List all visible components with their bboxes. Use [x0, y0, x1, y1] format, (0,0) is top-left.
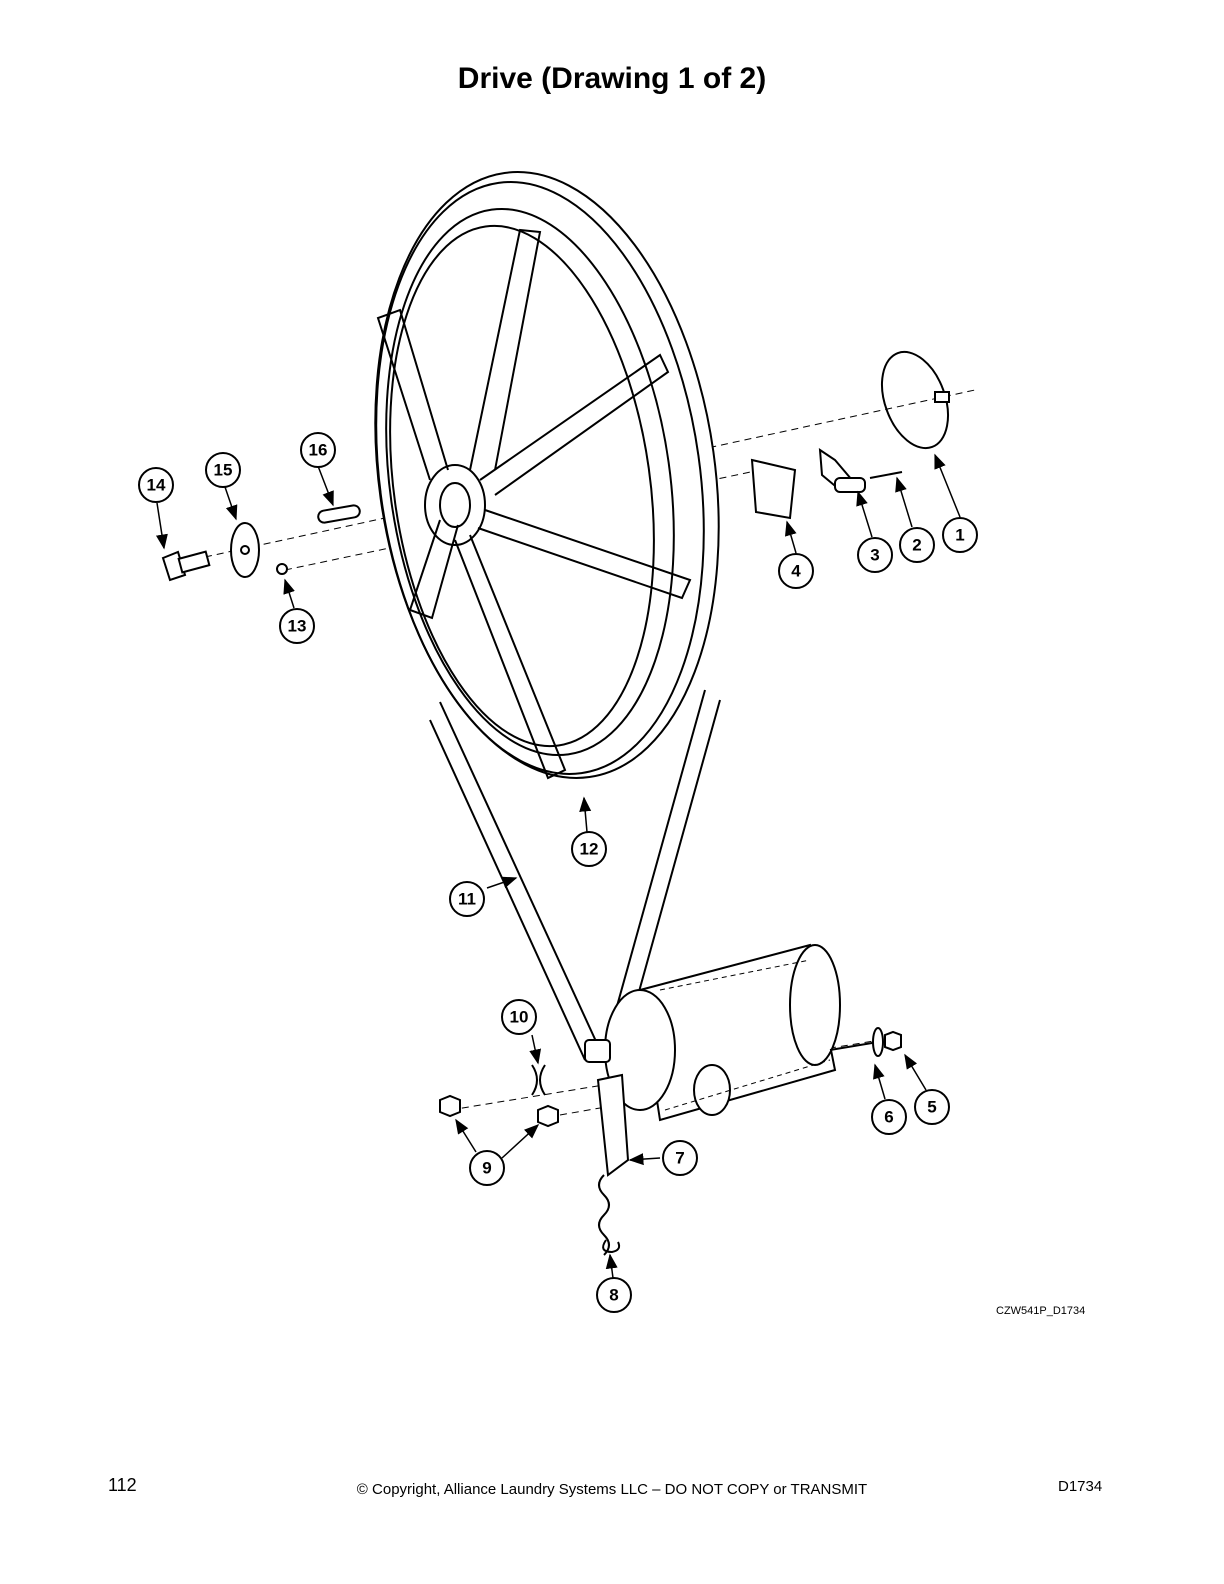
callout-13: 13 — [279, 608, 315, 644]
callout-14: 14 — [138, 467, 174, 503]
svg-text:13: 13 — [288, 617, 307, 636]
callout-5: 5 — [914, 1089, 950, 1125]
svg-text:8: 8 — [609, 1286, 618, 1305]
drive-pulley — [374, 171, 720, 780]
callout-6: 6 — [871, 1099, 907, 1135]
callout-9: 9 — [469, 1150, 505, 1186]
svg-text:15: 15 — [214, 461, 233, 480]
callout-2: 2 — [899, 527, 935, 563]
callout-12: 12 — [571, 831, 607, 867]
svg-text:9: 9 — [482, 1159, 491, 1178]
callout-10: 10 — [501, 999, 537, 1035]
svg-text:2: 2 — [912, 536, 921, 555]
svg-text:7: 7 — [675, 1149, 684, 1168]
callout-1: 1 — [942, 517, 978, 553]
callout-leaders — [155, 453, 961, 1279]
document-id: D1734 — [1058, 1478, 1103, 1495]
svg-text:4: 4 — [791, 562, 801, 581]
callout-3: 3 — [857, 537, 893, 573]
drawing-code: CZW541P_D1734 — [996, 1305, 1086, 1317]
callout-11: 11 — [449, 881, 485, 917]
svg-text:3: 3 — [870, 546, 879, 565]
svg-text:12: 12 — [580, 840, 599, 859]
svg-text:11: 11 — [458, 890, 476, 909]
svg-text:16: 16 — [309, 441, 328, 460]
callout-15: 15 — [205, 452, 241, 488]
callout-7: 7 — [662, 1140, 698, 1176]
tension-bracket — [596, 1073, 630, 1256]
drive-motor — [584, 943, 841, 1122]
copyright-notice: © Copyright, Alliance Laundry Systems LL… — [356, 1481, 868, 1498]
hardware-left — [161, 504, 361, 582]
svg-text:14: 14 — [147, 476, 166, 495]
hardware-right — [439, 350, 950, 1128]
svg-text:6: 6 — [884, 1108, 893, 1127]
svg-text:1: 1 — [955, 526, 964, 545]
svg-text:10: 10 — [510, 1008, 529, 1027]
svg-text:5: 5 — [927, 1098, 936, 1117]
callout-8: 8 — [596, 1277, 632, 1313]
page-number: 112 — [108, 1475, 137, 1495]
page-title: Drive (Drawing 1 of 2) — [457, 62, 767, 95]
callout-16: 16 — [300, 432, 336, 468]
callout-4: 4 — [778, 553, 814, 589]
